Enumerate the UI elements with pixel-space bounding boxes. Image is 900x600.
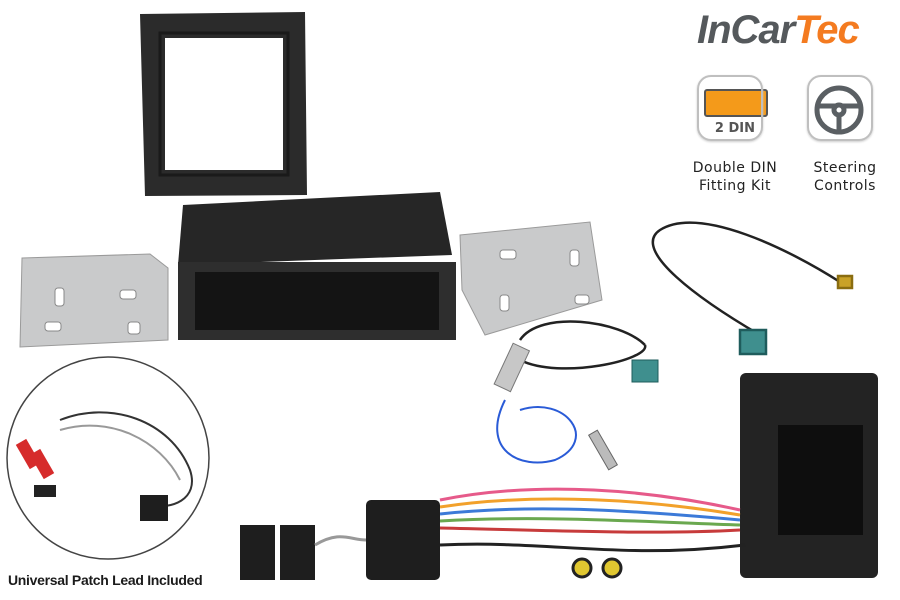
double-din-fascia: [140, 12, 307, 196]
steering-wheel-icon: [814, 85, 864, 135]
right-mounting-bracket: [459, 221, 603, 336]
left-mounting-bracket: [19, 253, 169, 348]
feature-caption-steering: Steering Controls: [813, 160, 877, 194]
brand-logo: InCarTec: [697, 8, 860, 52]
antenna-adapter: [493, 320, 659, 471]
badge-label: 2 DIN: [714, 121, 755, 136]
feature-caption-double-din: Double DIN Fitting Kit: [692, 160, 778, 194]
inset-caption: Universal Patch Lead Included: [8, 572, 203, 588]
antenna-extension-lead: [651, 221, 854, 356]
storage-pocket: [178, 192, 456, 340]
double-din-screen-icon: [704, 89, 768, 117]
feature-badge-steering: [807, 75, 873, 141]
patch-lead-inset: [6, 356, 210, 560]
feature-badge-double-din: 2 DIN: [697, 75, 763, 141]
vehicle-harness: [240, 487, 746, 580]
steering-interface-box: [740, 373, 878, 578]
